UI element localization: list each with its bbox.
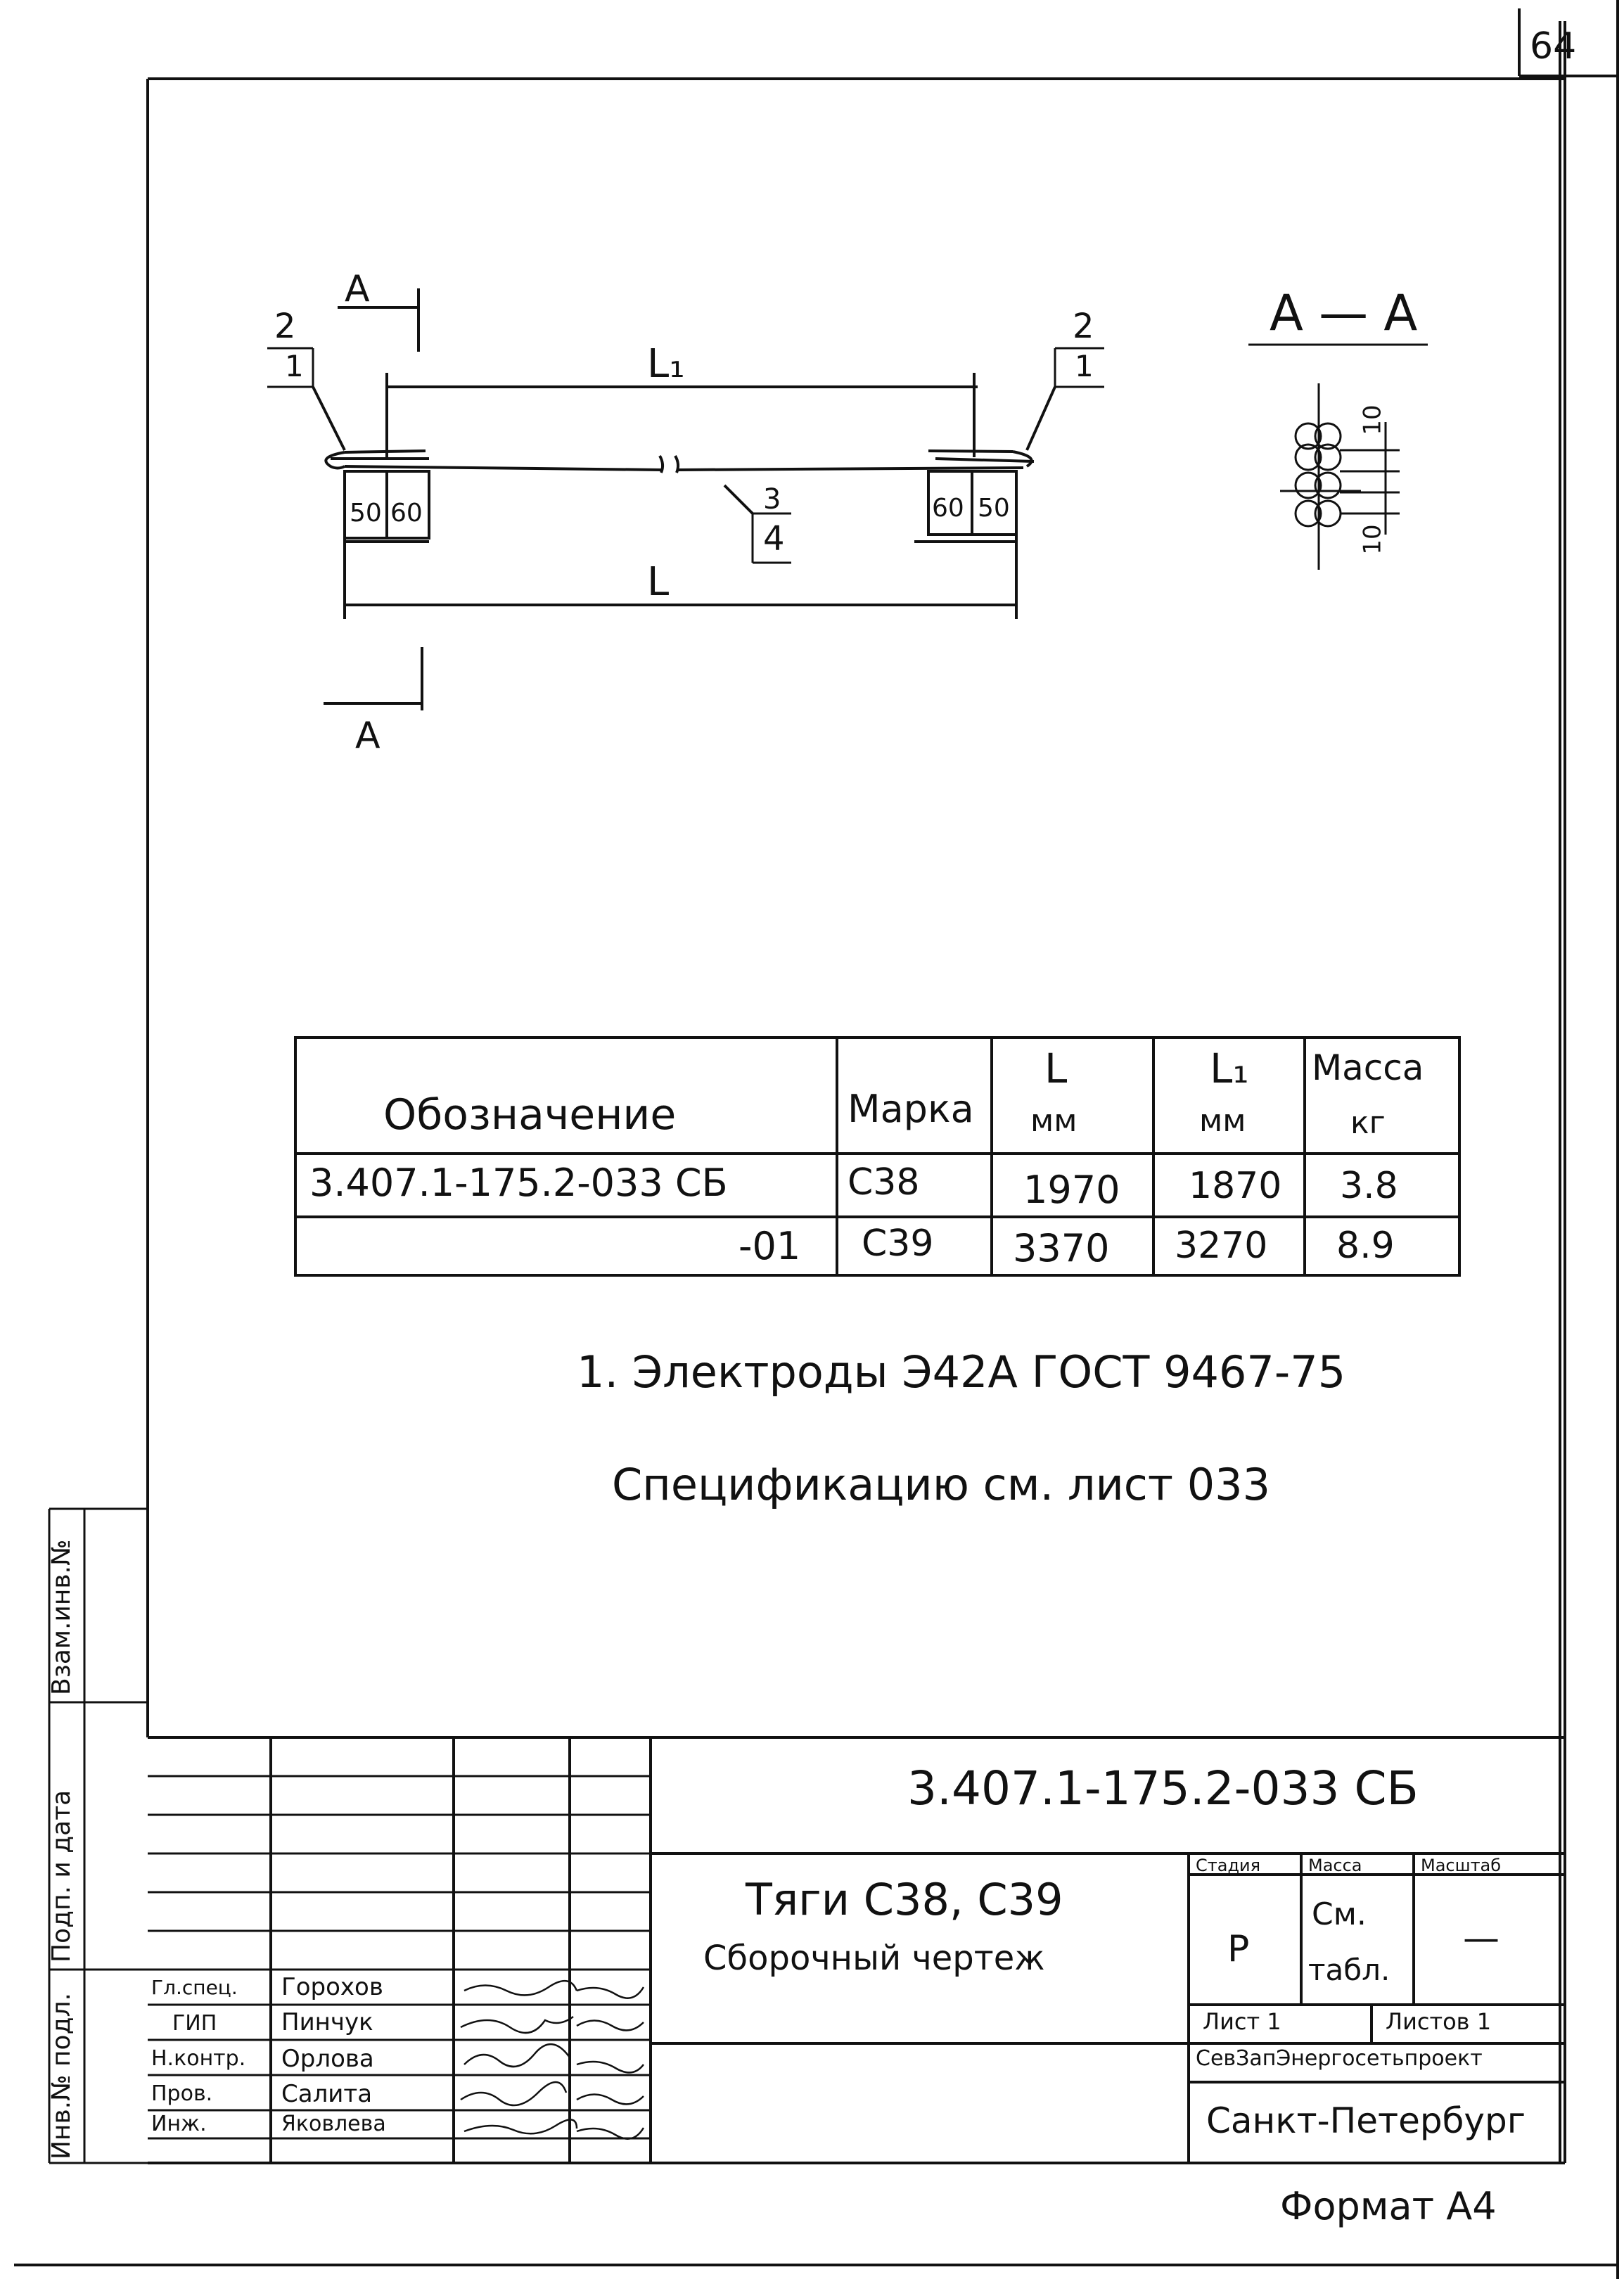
dim-60-left: 60	[390, 499, 423, 528]
left-callout-bottom: 1	[285, 349, 304, 383]
col-header-mass: Масса	[1308, 1856, 1362, 1875]
role-1: Гл.спец.	[151, 1976, 238, 1999]
table-header-mass: Масса	[1312, 1047, 1424, 1088]
left-callout-top: 2	[274, 307, 296, 346]
mid-callout-bottom: 4	[763, 519, 785, 559]
dim-l-label: L	[647, 559, 670, 605]
note-specification: Спецификацию см. лист 033	[612, 1459, 1271, 1510]
table-row-1-l: 1970	[1023, 1168, 1120, 1212]
table-header-mark: Марка	[848, 1087, 974, 1131]
title-block-grid	[148, 1736, 1565, 2163]
role-5: Инж.	[151, 2112, 207, 2136]
table-header-designation: Обозначение	[383, 1090, 677, 1140]
stage-value: Р	[1227, 1928, 1250, 1970]
section-a-a	[1280, 383, 1400, 570]
dim-10-bottom: 10	[1358, 524, 1387, 555]
role-3: Н.контр.	[151, 2046, 246, 2071]
name-3: Орлова	[281, 2045, 374, 2073]
scale-value: —	[1463, 1917, 1500, 1960]
table-header-l1: L₁	[1210, 1045, 1249, 1092]
tie-rod-drawing	[312, 288, 1056, 710]
table-row-2-designation: -01	[739, 1224, 801, 1268]
mass-value-line-1: См.	[1312, 1896, 1367, 1932]
dim-60-right: 60	[932, 494, 964, 523]
table-row-2-l1: 3270	[1175, 1225, 1268, 1267]
table-row-1-mark: С38	[848, 1161, 920, 1204]
left-strip-frame	[48, 1507, 148, 2164]
table-header-l1-unit: мм	[1199, 1103, 1246, 1139]
col-header-stage: Стадия	[1196, 1856, 1261, 1875]
parameters-table-grid	[294, 1036, 1461, 1277]
dim-10-top: 10	[1358, 404, 1387, 435]
page-number: 64	[1530, 25, 1577, 68]
right-callout-top: 2	[1073, 307, 1094, 346]
note-electrodes: 1. Электроды Э42А ГОСТ 9467-75	[577, 1346, 1346, 1398]
dim-50-right: 50	[978, 494, 1010, 523]
signature-marks	[460, 1980, 645, 2140]
section-title: А — А	[1270, 284, 1418, 342]
role-4: Пров.	[151, 2081, 213, 2106]
table-row-2-l: 3370	[1013, 1226, 1110, 1270]
table-header-l-unit: мм	[1030, 1103, 1078, 1139]
table-row-1-designation: 3.407.1-175.2-033 СБ	[309, 1161, 728, 1205]
callout-lines	[267, 343, 1428, 564]
format-label: Формат А4	[1280, 2184, 1497, 2228]
section-marker-bottom: А	[355, 715, 381, 757]
title-line-1: Тяги С38, С39	[746, 1874, 1063, 1925]
table-header-l: L	[1044, 1045, 1068, 1092]
section-marker-top: А	[345, 268, 370, 310]
table-row-1-mass: 3.8	[1340, 1165, 1398, 1207]
strip-label-inv-no: Инв.№ подл.	[47, 1993, 76, 2159]
right-callout-bottom: 1	[1075, 349, 1094, 383]
city: Санкт-Петербург	[1206, 2100, 1526, 2141]
title-block-rows	[148, 1775, 651, 2140]
name-2: Пинчук	[281, 2008, 373, 2036]
mass-value-line-2: табл.	[1308, 1953, 1390, 1987]
strip-label-replace-inv: Взам.инв.№	[47, 1539, 76, 1695]
title-line-2: Сборочный чертеж	[703, 1939, 1045, 1978]
dim-l1-label: L₁	[647, 341, 685, 387]
name-1: Горохов	[281, 1973, 383, 2001]
role-2: ГИП	[172, 2011, 217, 2036]
sheets-count: Листов 1	[1386, 2008, 1492, 2035]
organization: СевЗапЭнергосетьпроект	[1196, 2046, 1483, 2071]
dim-50-left: 50	[350, 499, 382, 528]
doc-code: 3.407.1-175.2-033 СБ	[907, 1761, 1419, 1815]
sheet-number: Лист 1	[1203, 2008, 1281, 2035]
sheet-frame	[14, 0, 1619, 2279]
table-row-2-mass: 8.9	[1336, 1225, 1395, 1267]
col-header-scale: Масштаб	[1421, 1856, 1502, 1875]
name-5: Яковлева	[281, 2112, 386, 2136]
name-4: Салита	[281, 2080, 373, 2108]
strip-label-sign-date: Подп. и дата	[47, 1789, 76, 1963]
mid-callout-top: 3	[763, 483, 781, 516]
table-header-mass-unit: кг	[1350, 1105, 1386, 1141]
table-row-1-l1: 1870	[1189, 1165, 1282, 1207]
table-row-2-mark: С39	[862, 1223, 934, 1265]
